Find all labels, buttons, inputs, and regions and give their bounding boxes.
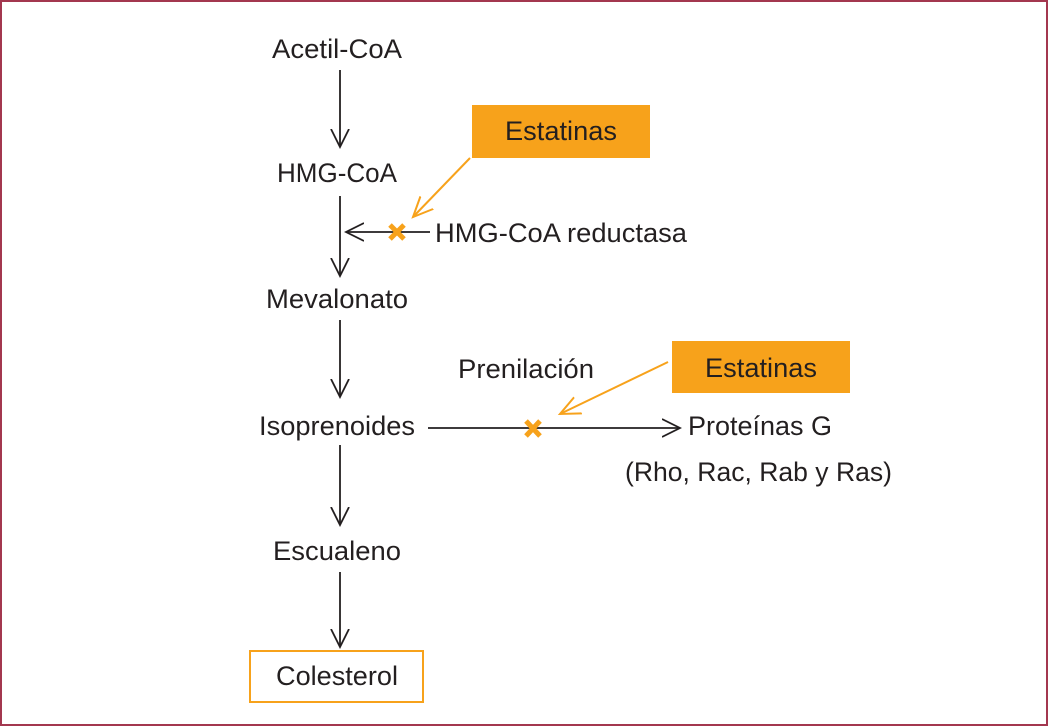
block-x-icon-1 (388, 223, 406, 241)
node-acetil-coa: Acetil-CoA (272, 34, 402, 64)
statin-box-2 (672, 341, 850, 393)
enzyme-label: HMG-CoA reductasa (435, 218, 688, 248)
statin-label-1: Estatinas (505, 116, 617, 146)
proteinas-list: (Rho, Rac, Rab y Ras) (625, 457, 892, 487)
inhibition-arrow-2 (560, 361, 669, 414)
statin-label-2: Estatinas (705, 353, 817, 383)
node-escualeno: Escualeno (273, 536, 401, 566)
proteinas-g-label: Proteínas G (688, 411, 832, 441)
block-x-icon-2 (524, 419, 542, 438)
node-isoprenoides: Isoprenoides (259, 411, 415, 441)
colesterol-box (249, 650, 424, 703)
prenilacion-label: Prenilación (458, 354, 594, 384)
node-hmg-coa: HMG-CoA (277, 158, 397, 188)
statin-box-1 (472, 105, 650, 158)
inhibition-arrow-1 (413, 157, 471, 217)
node-colesterol: Colesterol (276, 661, 398, 691)
node-mevalonato: Mevalonato (266, 284, 408, 314)
